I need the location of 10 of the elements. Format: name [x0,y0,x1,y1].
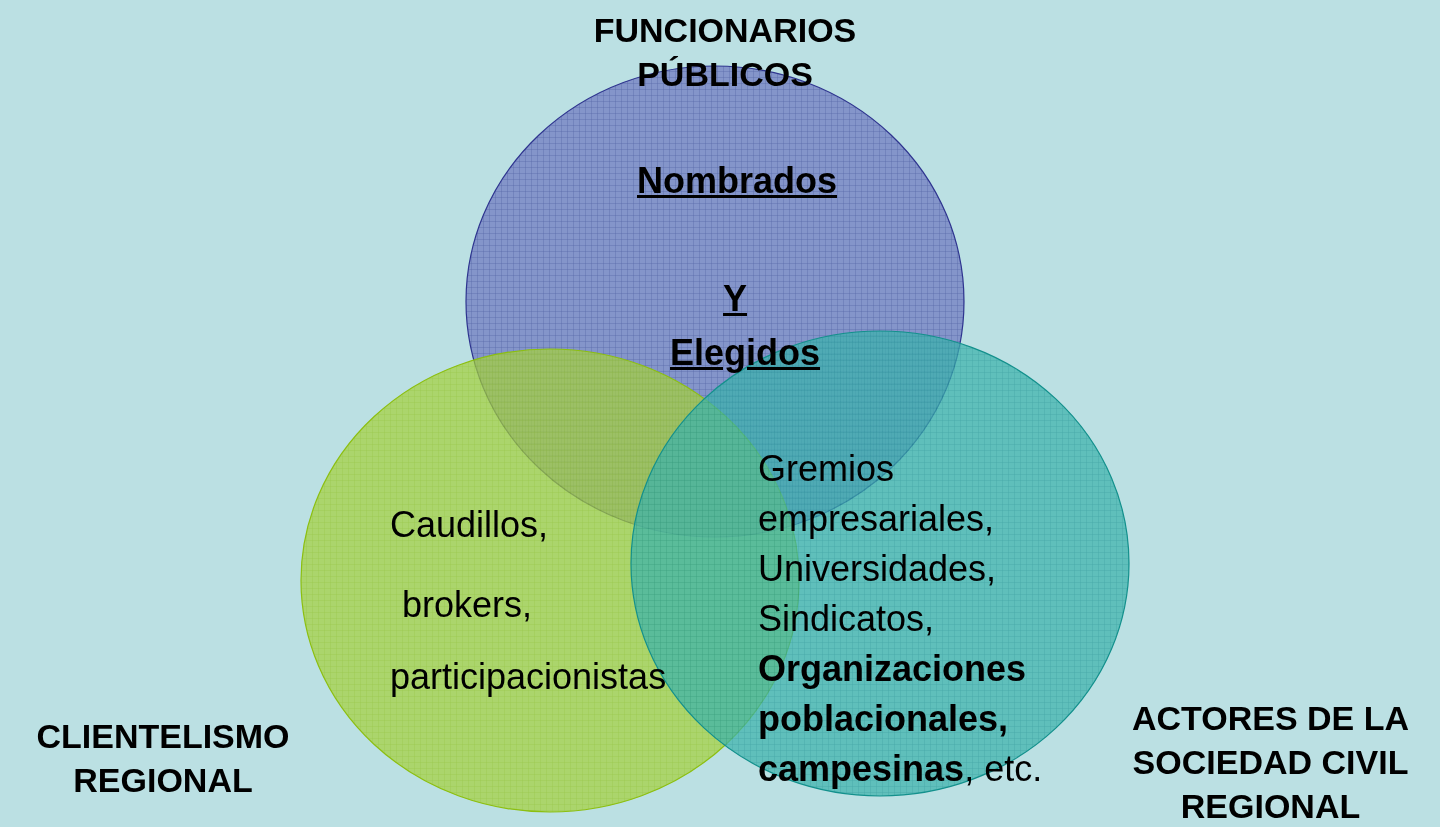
group-heading: CLIENTELISMO REGIONAL [35,716,291,801]
circle-text: Nombrados [637,159,838,203]
circle-text: Y [723,277,747,321]
group-heading: FUNCIONARIOS PÚBLICOS [592,10,858,95]
circle-text: brokers, [402,583,533,627]
circle-text: participacionistas [390,655,667,699]
group-heading: ACTORES DE LA SOCIEDAD CIVIL REGIONAL [1130,698,1411,827]
circle-text: Caudillos, [390,503,549,547]
circle-text: Gremios empresariales, Universidades, Sindicatos, Organizaciones poblacionales, campesinas, etc. [758,447,1044,791]
circle-text: Elegidos [670,331,821,375]
